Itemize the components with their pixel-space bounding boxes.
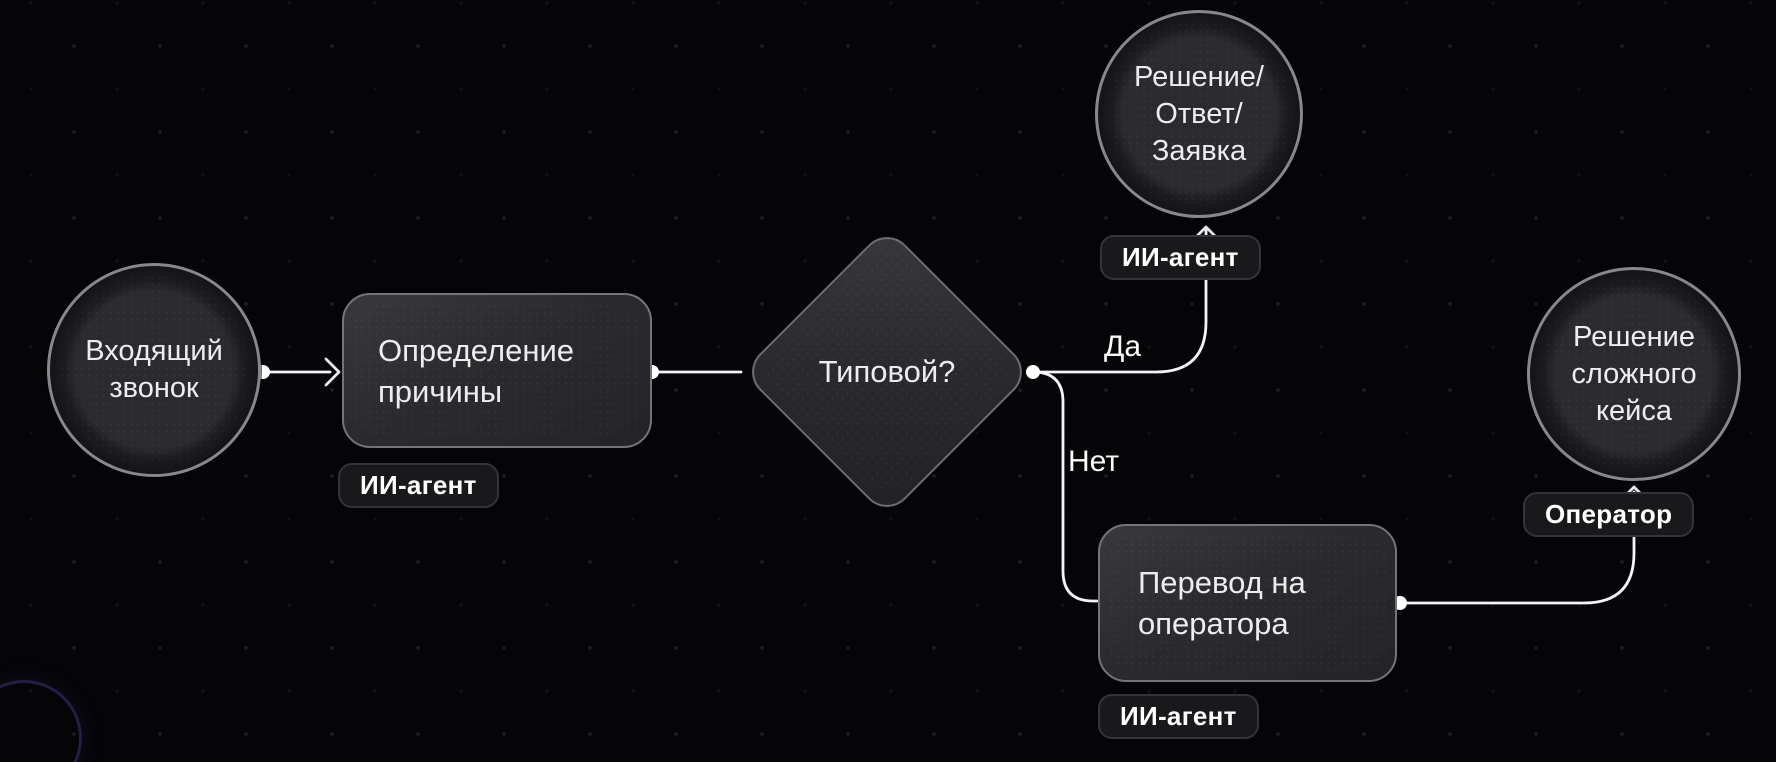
badge-ai-agent-transfer: ИИ-агент	[1098, 694, 1259, 739]
node-typical-decision-label: Типовой?	[818, 354, 956, 389]
node-solution-answer-request[interactable]: Решение/ Ответ/ Заявка	[1095, 10, 1303, 218]
badge-ai-agent-solution: ИИ-агент	[1100, 235, 1261, 280]
edge-yes-to-solution	[1031, 228, 1208, 374]
edge-transfer-to-complex	[1398, 490, 1636, 605]
badge-ai-agent-determine: ИИ-агент	[338, 463, 499, 508]
node-complex-case-solution[interactable]: Решение сложного кейса	[1527, 267, 1741, 481]
edge-label-no: Нет	[1068, 445, 1120, 478]
node-incoming-call[interactable]: Входящий звонок	[47, 263, 261, 477]
edge-source-dot	[1026, 365, 1040, 379]
edge-label-yes: Да	[1104, 330, 1142, 363]
badge-operator: Оператор	[1523, 492, 1695, 537]
node-transfer-to-operator[interactable]: Перевод на оператора	[1098, 524, 1397, 682]
arrowhead-into-determine	[324, 357, 341, 387]
edge-no-to-transfer	[1031, 370, 1099, 603]
node-determine-cause[interactable]: Определение причины	[342, 293, 652, 448]
